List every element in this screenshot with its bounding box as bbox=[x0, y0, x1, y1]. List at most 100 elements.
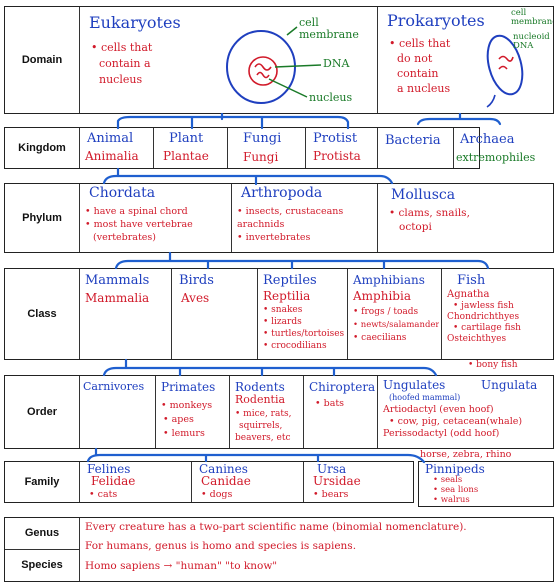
binomial-note: Every creature has a two-part scientific… bbox=[85, 521, 467, 533]
divider bbox=[171, 269, 172, 359]
phylum-note: (vertebrates) bbox=[93, 232, 156, 243]
row-label-kingdom: Kingdom bbox=[18, 141, 66, 154]
kingdom-scientific-name: Plantae bbox=[163, 149, 209, 163]
divider bbox=[153, 128, 154, 168]
class-row: Class Mammals Mammalia Birds Aves Reptil… bbox=[4, 268, 554, 360]
kingdom-common-name: Plant bbox=[169, 131, 204, 146]
order-note: Perissodactyl (odd hoof) bbox=[383, 428, 500, 439]
class-note: • crocodilians bbox=[263, 341, 327, 351]
order-note: • monkeys bbox=[161, 400, 213, 411]
row-label-order: Order bbox=[27, 405, 57, 418]
kingdom-scientific-name: Fungi bbox=[243, 150, 279, 164]
family-note: • dogs bbox=[201, 489, 233, 500]
family-common-name: Ursa bbox=[317, 462, 347, 476]
divider bbox=[441, 269, 442, 359]
kingdom-common-name: Bacteria bbox=[385, 133, 441, 148]
prokaryotic-cell-illustration bbox=[486, 34, 524, 108]
divider bbox=[227, 128, 228, 168]
family-note: • walrus bbox=[433, 495, 470, 505]
genus-species-separator bbox=[5, 549, 79, 550]
family-ursa: Ursa Ursidae • bears bbox=[307, 462, 413, 502]
prokaryotes-note: do not bbox=[397, 52, 433, 65]
prokaryote-membrane-label: cell membrane bbox=[511, 8, 553, 27]
order-row: Order Carnivores Primates • monkeys • ap… bbox=[4, 375, 554, 449]
eukaryotic-cell-illustration bbox=[226, 30, 296, 104]
kingdom-common-name: Archaea bbox=[460, 132, 515, 147]
order-carnivores: Carnivores bbox=[83, 376, 153, 448]
homo-sapiens-meaning: Homo sapiens → "human" "to know" bbox=[85, 560, 278, 572]
class-note: • cartilage fish bbox=[453, 323, 521, 333]
connector-kingdom-phylum bbox=[102, 167, 394, 186]
nucleus-shape bbox=[248, 56, 278, 86]
class-scientific-name: Reptilia bbox=[263, 289, 311, 303]
divider bbox=[229, 376, 230, 448]
family-canines: Canines Canidae • dogs bbox=[195, 462, 301, 502]
row-label-species: Species bbox=[21, 559, 63, 571]
kingdom-row: Kingdom Animal Animalia Plant Plantae Fu… bbox=[4, 127, 480, 169]
eukaryotes-note: • cells that bbox=[91, 41, 153, 54]
divider bbox=[79, 7, 80, 113]
domain-row: Domain Eukaryotes • cells that contain a… bbox=[4, 6, 554, 114]
class-common-name: Fish bbox=[457, 273, 486, 288]
divider bbox=[79, 128, 80, 168]
class-note: • frogs / toads bbox=[353, 307, 419, 317]
order-note: • cow, pig, cetacean(whale) bbox=[389, 416, 523, 427]
connector-prokaryote-kingdom bbox=[416, 112, 502, 126]
divider bbox=[79, 376, 80, 448]
divider bbox=[305, 128, 306, 168]
row-label-family: Family bbox=[24, 475, 60, 488]
phylum-name: Chordata bbox=[89, 185, 156, 201]
phylum-note: • clams, snails, bbox=[389, 207, 470, 219]
dna-squiggle bbox=[254, 63, 272, 79]
genus-species-row: Genus Species Every creature has a two-p… bbox=[4, 517, 554, 582]
dna-label: DNA bbox=[323, 57, 350, 70]
class-note: • turtles/tortoises bbox=[263, 329, 345, 339]
class-common-name: Birds bbox=[179, 273, 214, 288]
class-reptiles: Reptiles Reptilia • snakes • lizards • t… bbox=[261, 269, 345, 359]
order-name: Rodents bbox=[235, 380, 285, 394]
phylum-note: • have a spinal chord bbox=[85, 206, 188, 217]
order-note: • lemurs bbox=[163, 428, 205, 439]
class-note: • bony fish bbox=[468, 360, 518, 370]
kingdom-fungi: Fungi Fungi bbox=[231, 128, 303, 168]
class-scientific-name: Agnatha bbox=[447, 289, 490, 300]
connector-domain-kingdom bbox=[116, 112, 350, 130]
prokaryotes-cell: Prokaryotes • cells that do not contain … bbox=[381, 7, 553, 113]
class-note: • caecilians bbox=[353, 333, 407, 343]
row-label-genus: Genus bbox=[24, 527, 60, 539]
order-rodents: Rodents Rodentia • mice, rats, squirrels… bbox=[233, 376, 301, 448]
kingdom-bacteria: Bacteria bbox=[381, 128, 451, 168]
family-common-name: Felines bbox=[87, 462, 131, 476]
divider bbox=[155, 376, 156, 448]
phylum-chordata: Chordata • have a spinal chord • most ha… bbox=[83, 184, 229, 252]
label-pointers bbox=[268, 26, 322, 98]
connector-class-order bbox=[102, 358, 438, 377]
phylum-note: arachnids bbox=[237, 219, 285, 230]
class-common-name: Reptiles bbox=[263, 273, 317, 288]
order-scientific-name: Ungulata bbox=[481, 378, 538, 392]
eukaryotes-note: contain a bbox=[99, 57, 151, 70]
order-name: Primates bbox=[161, 380, 216, 394]
kingdom-scientific-name: extremophiles bbox=[456, 151, 536, 164]
divider bbox=[303, 462, 304, 502]
divider bbox=[347, 269, 348, 359]
divider bbox=[231, 184, 232, 252]
order-name: Ungulates bbox=[383, 378, 446, 392]
kingdom-scientific-name: Protista bbox=[313, 149, 361, 163]
order-scientific-name: Rodentia bbox=[235, 393, 286, 406]
class-mammals: Mammals Mammalia bbox=[83, 269, 169, 359]
order-name: Chiroptera bbox=[309, 380, 375, 394]
order-primates: Primates • monkeys • apes • lemurs bbox=[159, 376, 227, 448]
divider bbox=[377, 7, 378, 113]
order-chiroptera: Chiroptera • bats bbox=[307, 376, 375, 448]
order-note: Artiodactyl (even hoof) bbox=[383, 404, 494, 415]
kingdom-scientific-name: Animalia bbox=[85, 149, 139, 163]
divider bbox=[303, 376, 304, 448]
kingdom-common-name: Animal bbox=[87, 131, 134, 146]
class-amphibians: Amphibians Amphibia • frogs / toads • ne… bbox=[351, 269, 439, 359]
class-note: • newts/salamanders bbox=[353, 320, 439, 330]
family-felines: Felines Felidae • cats bbox=[83, 462, 189, 502]
divider bbox=[377, 376, 378, 448]
row-label-domain: Domain bbox=[21, 53, 63, 66]
cell-membrane-shape bbox=[226, 30, 296, 104]
